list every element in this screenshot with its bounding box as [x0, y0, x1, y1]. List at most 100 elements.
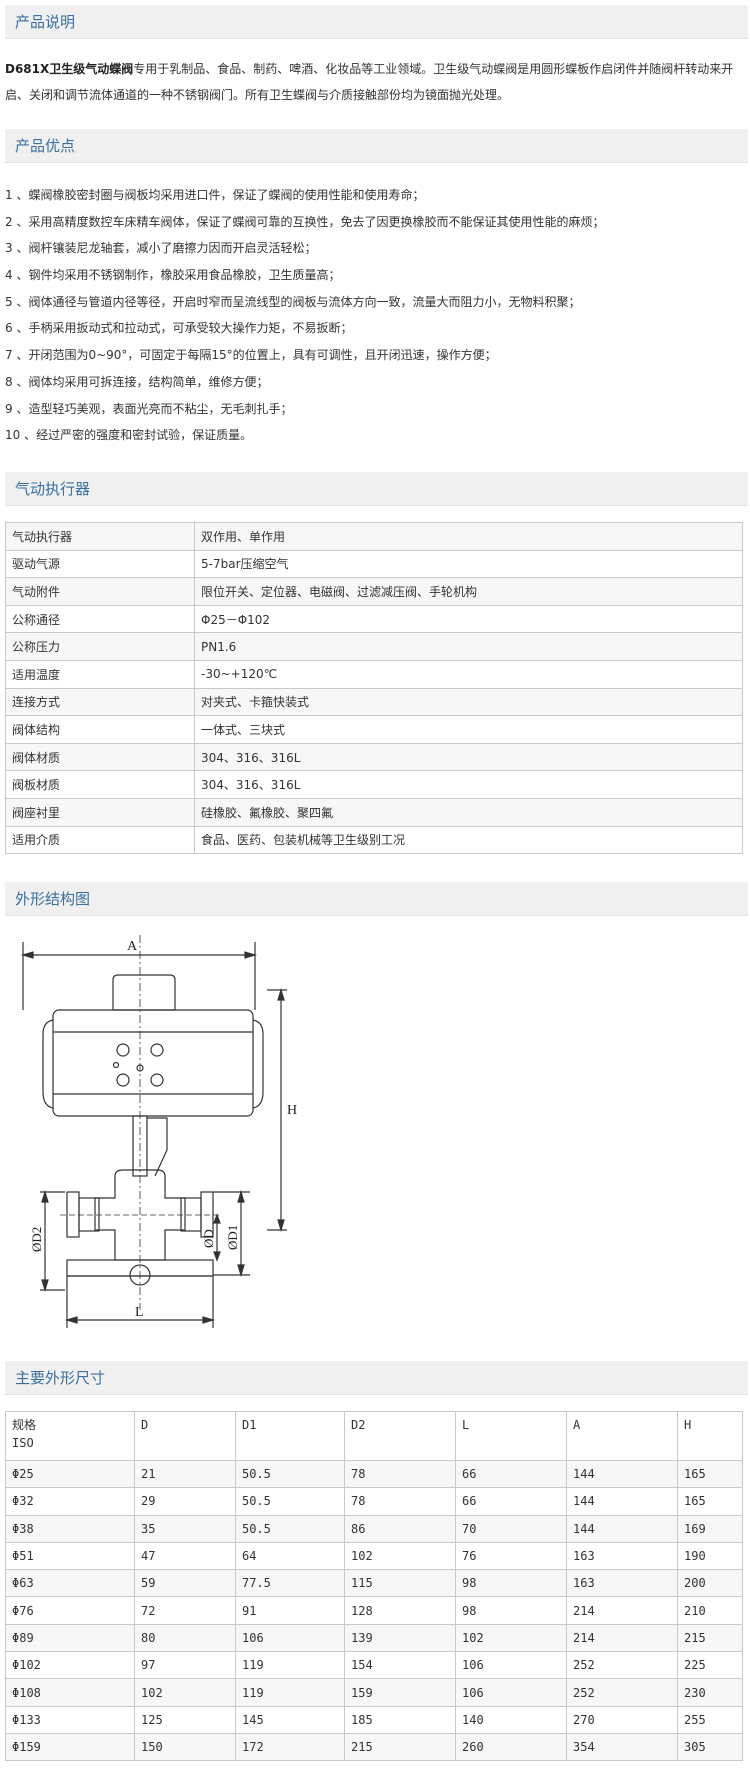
cell: 225: [677, 1651, 743, 1680]
cell: 106: [235, 1623, 345, 1653]
cell: 200: [677, 1569, 743, 1598]
cell: 144: [566, 1487, 678, 1516]
dim-label-a: A: [127, 939, 138, 954]
list-item: 2 、采用高精度数控车床精车阀体，保证了蝶阀可靠的互换性，免去了因更换橡胶而不能…: [5, 214, 605, 229]
cell: Φ25: [5, 1459, 135, 1489]
section-header-drawing: 外形结构图: [5, 882, 748, 916]
cell: Φ76: [5, 1596, 135, 1625]
cell: 150: [134, 1732, 236, 1762]
spec-value: 硅橡胶、氟橡胶、聚四氟: [194, 797, 743, 827]
table-row: 适用介质食品、医药、包装机械等卫生级别工况: [5, 825, 743, 855]
spec-value: Φ25－Φ102: [194, 604, 743, 634]
table-row: 连接方式对夹式、卡箍快装式: [5, 687, 743, 717]
spec-key: 适用温度: [5, 659, 195, 689]
section-title: 气动执行器: [15, 480, 91, 498]
cell: 260: [455, 1732, 567, 1762]
cell: 119: [235, 1651, 345, 1680]
cell: 66: [455, 1487, 567, 1516]
cell: 102: [134, 1678, 236, 1707]
dim-label-d2: ØD2: [29, 1227, 44, 1252]
product-description: D681X卫生级气动蝶阀专用于乳制品、食品、制药、啤酒、化妆品等工业领域。卫生级…: [5, 56, 743, 108]
cell: Φ63: [5, 1569, 135, 1598]
table-row: 阀座衬里硅橡胶、氟橡胶、聚四氟: [5, 797, 743, 827]
cell: 70: [455, 1514, 567, 1543]
section-title: 外形结构图: [15, 890, 91, 908]
cell: 50.5: [235, 1459, 345, 1489]
cell: 144: [566, 1459, 678, 1489]
cell: 125: [134, 1705, 236, 1734]
cell: 252: [566, 1651, 678, 1680]
section-title: 产品说明: [15, 13, 76, 31]
cell: 169: [677, 1514, 743, 1543]
cell: 305: [677, 1732, 743, 1762]
spec-key: 阀座衬里: [5, 797, 195, 827]
advantages-list: 1 、蝶阀橡胶密封圈与阀板均采用进口件，保证了蝶阀的使用性能和使用寿命； 2 、…: [5, 182, 743, 449]
list-item: 6 、手柄采用扳动式和拉动式，可承受较大操作力矩，不易扳断；: [5, 321, 353, 336]
dim-label-d1: ØD1: [225, 1225, 240, 1250]
section-title: 主要外形尺寸: [15, 1369, 106, 1387]
cell: 50.5: [235, 1487, 345, 1516]
header-cell: A: [566, 1411, 678, 1461]
cell: 190: [677, 1541, 743, 1571]
header-spec: 规格: [12, 1418, 37, 1432]
cell: 214: [566, 1623, 678, 1653]
cell: 214: [566, 1596, 678, 1625]
spec-key: 气动执行器: [5, 522, 195, 551]
cell: Φ32: [5, 1487, 135, 1516]
list-item: 10 、经过严密的强度和密封试验，保证质量。: [5, 428, 253, 443]
cell: 77.5: [235, 1569, 345, 1598]
cell: 86: [344, 1514, 456, 1543]
header-cell: D: [134, 1411, 236, 1461]
list-item: 4 、钢件均采用不锈钢制作，橡胶采用食品橡胶，卫生质量高；: [5, 268, 341, 283]
cell: 144: [566, 1514, 678, 1543]
spec-value: 304、316、316L: [194, 770, 743, 799]
spec-key: 公称通径: [5, 604, 195, 634]
section-header-dimensions: 主要外形尺寸: [5, 1361, 748, 1395]
spec-key: 阀板材质: [5, 770, 195, 799]
dim-label-l: L: [135, 1305, 144, 1320]
cell: 78: [344, 1487, 456, 1516]
spec-key: 适用介质: [5, 825, 195, 855]
description-text: 专用于乳制品、食品、制药、啤酒、化妆品等工业领域。卫生级气动蝶阀是用圆形蝶板作启…: [5, 62, 734, 102]
spec-value: 304、316、316L: [194, 742, 743, 772]
cell: Φ159: [5, 1732, 135, 1762]
dim-label-h: H: [287, 1103, 297, 1118]
header-iso: ISO: [12, 1436, 34, 1450]
cell: 255: [677, 1705, 743, 1734]
cell: 106: [455, 1651, 567, 1680]
cell: 119: [235, 1678, 345, 1707]
cell: 140: [455, 1705, 567, 1734]
cell: Φ108: [5, 1678, 135, 1707]
cell: 230: [677, 1678, 743, 1707]
header-cell: D2: [344, 1411, 456, 1461]
cell: 21: [134, 1459, 236, 1489]
cell: Φ89: [5, 1623, 135, 1653]
cell: 163: [566, 1569, 678, 1598]
spec-value: 一体式、三块式: [194, 715, 743, 744]
cell: 185: [344, 1705, 456, 1734]
cell: 35: [134, 1514, 236, 1543]
cell: 91: [235, 1596, 345, 1625]
cell: 139: [344, 1623, 456, 1653]
list-item: 9 、造型轻巧美观，表面光亮而不粘尘，无毛刺扎手；: [5, 401, 293, 416]
header-cell: H: [677, 1411, 743, 1461]
cell: 154: [344, 1651, 456, 1680]
cell: 165: [677, 1459, 743, 1489]
cell: 210: [677, 1596, 743, 1625]
table-row: 适用温度-30~+120℃: [5, 659, 743, 689]
cell: 159: [344, 1678, 456, 1707]
table-row: 气动执行器双作用、单作用: [5, 522, 743, 551]
spec-key: 连接方式: [5, 687, 195, 717]
